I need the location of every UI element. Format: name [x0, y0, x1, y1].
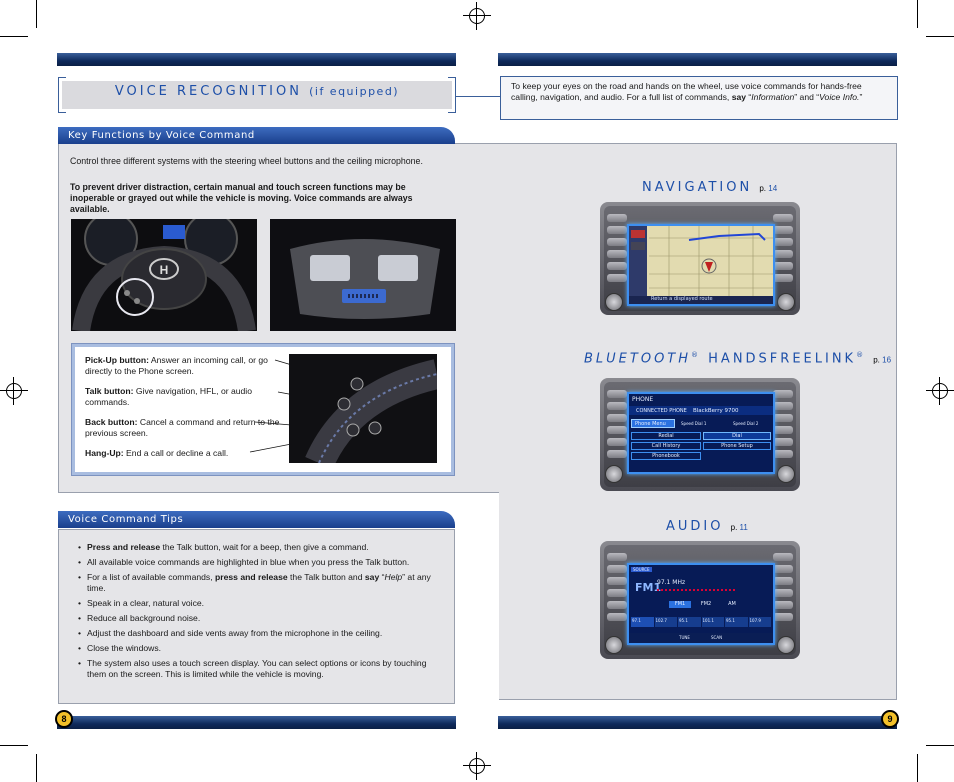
preset-button[interactable]: 95.1	[725, 617, 748, 627]
page-number-right: 9	[881, 710, 899, 728]
footer-bar-right	[498, 716, 897, 729]
audio-screen: SOURCE FM1 97.1 MHz FM1 FM2 AM 97.1 102.…	[627, 563, 775, 645]
speed-dial-2[interactable]: Speed Dial 2	[733, 421, 759, 426]
preset-button[interactable]: 102.7	[654, 617, 677, 627]
crop-mark	[36, 754, 37, 782]
list-item: For a list of available commands, press …	[78, 572, 443, 593]
fm1-tab[interactable]: FM1	[669, 601, 691, 608]
navigation-map-screen: Return a displayed route	[627, 224, 775, 306]
list-item: Press and release the Talk button, wait …	[78, 542, 443, 553]
svg-text:H: H	[160, 263, 169, 277]
speed-dial-1[interactable]: Speed Dial 1	[681, 421, 707, 426]
audio-unit: SOURCE FM1 97.1 MHz FM1 FM2 AM 97.1 102.…	[600, 541, 800, 659]
list-item: Close the windows.	[78, 643, 443, 654]
pickup-button-desc: Pick-Up button: Answer an incoming call,…	[85, 355, 268, 376]
page-title: VOICE RECOGNITION (if equipped)	[114, 84, 400, 99]
crop-mark	[926, 745, 954, 746]
list-item: Speak in a clear, natural voice.	[78, 598, 443, 609]
talk-button-desc: Talk button: Give navigation, HFL, or au…	[85, 386, 252, 407]
list-item: Adjust the dashboard and side vents away…	[78, 628, 443, 639]
steering-wheel-photo: H	[71, 219, 257, 331]
page-title-box: VOICE RECOGNITION (if equipped)	[58, 77, 456, 113]
registration-mark	[926, 377, 954, 405]
list-item: The system also uses a touch screen disp…	[78, 658, 443, 679]
crop-mark	[917, 0, 918, 28]
am-tab[interactable]: AM	[728, 601, 736, 607]
list-item: Reduce all background noise.	[78, 613, 443, 624]
crop-mark	[0, 36, 28, 37]
phone-unit: PHONE CONNECTED PHONE BlackBerry 9700 Ph…	[600, 378, 800, 491]
intro-text: To keep your eyes on the road and hands …	[500, 76, 898, 120]
header-bar-right	[498, 53, 897, 66]
tune-button[interactable]: TUNE	[679, 635, 690, 640]
title-connector-line	[456, 96, 501, 97]
steering-buttons-closeup	[289, 354, 437, 463]
list-item: All available voice commands are highlig…	[78, 557, 443, 568]
footer-bar-left	[57, 716, 456, 729]
navigation-status: Return a displayed route	[651, 296, 713, 302]
crop-mark	[926, 36, 954, 37]
registration-mark	[463, 752, 491, 780]
phone-screen: PHONE CONNECTED PHONE BlackBerry 9700 Ph…	[627, 392, 775, 474]
phone-screen-header: PHONE	[632, 396, 654, 403]
phone-name: BlackBerry 9700	[693, 408, 739, 414]
preset-button[interactable]: 101.1	[701, 617, 724, 627]
crop-mark	[36, 0, 37, 28]
key-functions-intro: Control three different systems with the…	[70, 156, 423, 166]
preset-row: 97.1 102.7 95.1 101.1 95.1 107.9	[631, 617, 771, 627]
crop-mark	[917, 754, 918, 782]
bluetooth-title: BLUETOOTH® HANDSFREELINK® p. 16	[584, 351, 892, 367]
connected-phone-label: CONNECTED PHONE	[636, 408, 687, 414]
key-functions-tab: Key Functions by Voice Command	[58, 127, 455, 144]
phone-menu-tab[interactable]: Phone Menu	[631, 419, 675, 428]
distraction-warning: To prevent driver distraction, certain m…	[70, 182, 413, 214]
voice-tips-tab: Voice Command Tips	[58, 511, 455, 528]
navigation-title: NAVIGATION p. 14	[642, 180, 778, 195]
crop-mark	[0, 745, 28, 746]
back-button-desc: Back button: Cancel a command and return…	[85, 417, 280, 438]
preset-button[interactable]: 97.1	[631, 617, 654, 627]
header-bar-left	[57, 53, 456, 66]
page-number-left: 8	[55, 710, 73, 728]
call-history-button[interactable]: Call History	[631, 442, 701, 450]
redial-button[interactable]: Redial	[631, 432, 701, 440]
ceiling-microphone-photo	[270, 219, 456, 331]
voice-tips-list: Press and release the Talk button, wait …	[78, 542, 443, 684]
preset-button[interactable]: 107.9	[748, 617, 771, 627]
dial-button[interactable]: Dial	[703, 432, 771, 440]
navigation-unit: Return a displayed route	[600, 202, 800, 315]
audio-title: AUDIO p. 11	[666, 519, 748, 534]
registration-mark	[463, 2, 491, 30]
hangup-button-desc: Hang-Up: End a call or decline a call.	[85, 448, 229, 458]
registration-mark	[0, 377, 28, 405]
phonebook-button[interactable]: Phonebook	[631, 452, 701, 460]
phone-setup-button[interactable]: Phone Setup	[703, 442, 771, 450]
preset-button[interactable]: 95.1	[678, 617, 701, 627]
band-indicator: FM1	[635, 581, 662, 594]
frequency-readout: 97.1 MHz	[657, 579, 686, 586]
scan-button[interactable]: SCAN	[711, 635, 723, 640]
fm2-tab[interactable]: FM2	[700, 601, 712, 607]
source-button[interactable]: SOURCE	[631, 567, 652, 572]
